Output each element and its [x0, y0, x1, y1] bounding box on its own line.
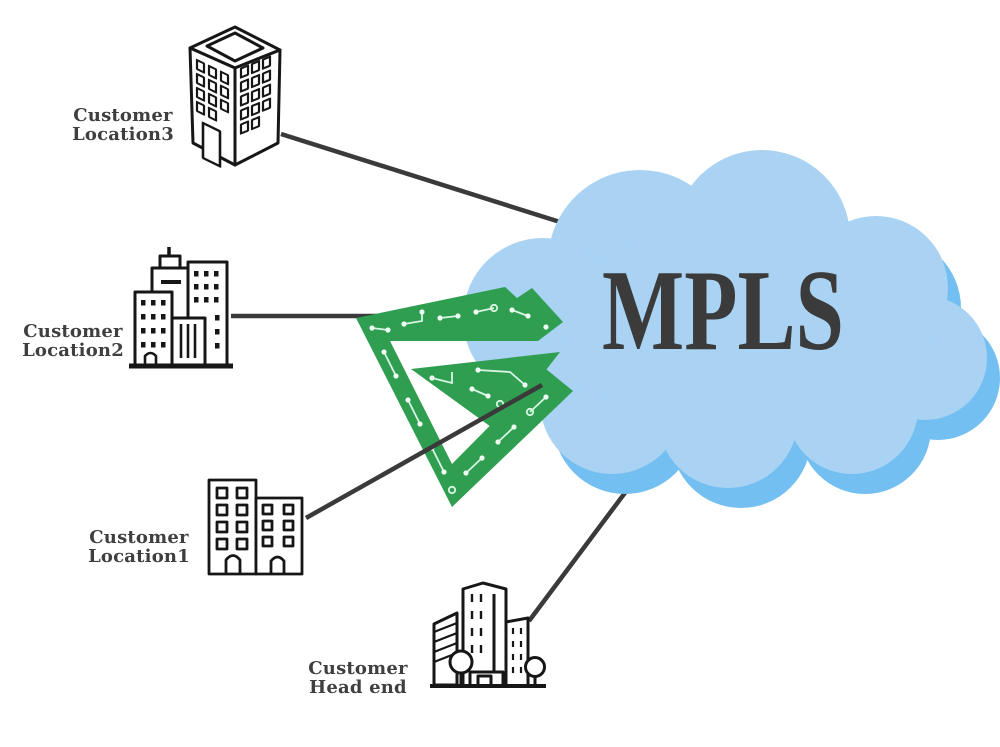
- customer-location2-label-line2: Location2: [22, 340, 124, 361]
- circuit-g-logo-icon: [356, 287, 573, 507]
- mpls-label: MPLS: [602, 247, 844, 374]
- cloud-body: [463, 150, 987, 488]
- city-buildings-icon: [129, 247, 233, 369]
- customer-location1-label-line1: Customer: [89, 527, 189, 548]
- customer-location3-label-line2: Location3: [72, 124, 174, 145]
- customer-location1-label: Customer Location1: [69, 528, 209, 566]
- customer-location3-label-line1: Customer: [73, 105, 173, 126]
- head-end-campus-icon: [430, 581, 546, 688]
- circuit-traces: [369, 303, 549, 495]
- customer-location2-label: Customer Location2: [3, 322, 143, 360]
- customer-head-end-label: Customer Head end: [288, 659, 428, 697]
- apartment-buildings-icon: [207, 478, 304, 576]
- customer-location3-label: Customer Location3: [53, 106, 193, 144]
- customer-head-end-label-line1: Customer: [308, 658, 408, 679]
- customer-head-end-label-line2: Head end: [309, 677, 407, 698]
- connection-line-location1-cloud: [304, 383, 544, 520]
- customer-location2-label-line1: Customer: [23, 321, 123, 342]
- connection-line-location3-cloud: [280, 131, 561, 225]
- customer-location1-label-line2: Location1: [88, 546, 190, 567]
- office-tower-isometric-icon: [188, 25, 282, 168]
